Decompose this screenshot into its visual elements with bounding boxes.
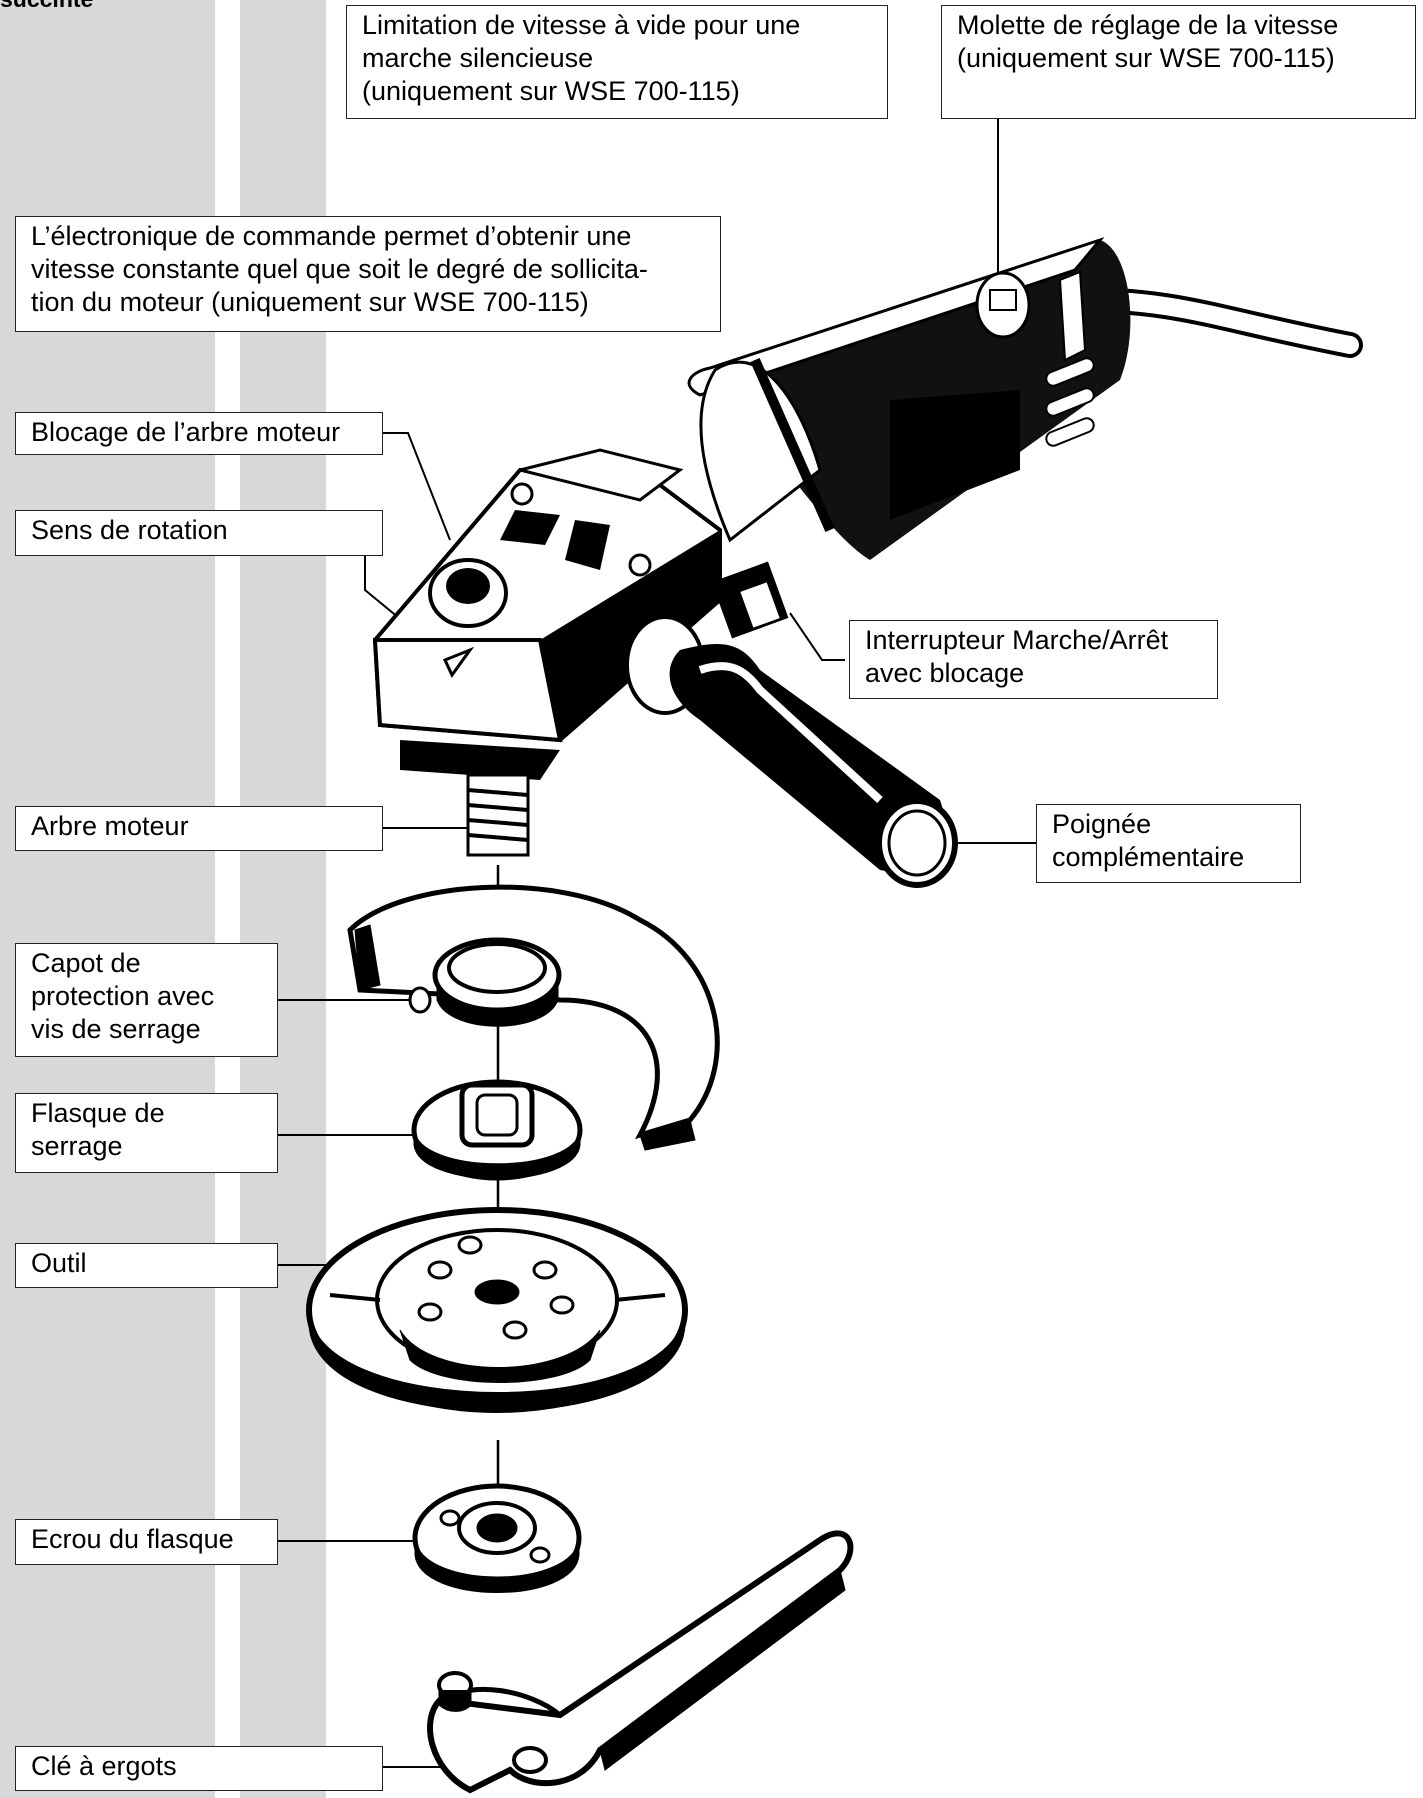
- leader-spindle-lock: [382, 432, 451, 541]
- flange-nut: [412, 1483, 582, 1593]
- label-tool: Outil: [15, 1243, 278, 1288]
- label-electronics: L’électronique de commande permet d’obte…: [15, 216, 721, 332]
- tool-disc: [306, 1207, 688, 1413]
- motor-housing: [687, 236, 1131, 560]
- on-off-switch-icon: [711, 561, 789, 639]
- clamping-flange: [411, 1079, 583, 1181]
- label-auxiliary-handle: Poignée complémentaire: [1036, 804, 1301, 883]
- pin-spanner: [427, 1530, 854, 1794]
- label-on-off-switch: Interrupteur Marche/Arrêt avec blocage: [849, 620, 1218, 699]
- clamp-screw-icon: [408, 986, 432, 1014]
- auxiliary-handle: [625, 615, 958, 888]
- protective-guard: [347, 884, 720, 1151]
- label-rotation-direction: Sens de rotation: [15, 510, 383, 556]
- label-speed-dial: Molette de réglage de la vitesse (unique…: [941, 5, 1416, 119]
- rotation-arrow-icon: [442, 646, 475, 678]
- leader-switch: [789, 612, 845, 661]
- label-clamping-flange: Flasque de serrage: [15, 1093, 278, 1173]
- label-flange-nut: Ecrou du flasque: [15, 1519, 278, 1565]
- label-spindle: Arbre moteur: [15, 806, 383, 851]
- section-heading: succinte: [0, 0, 93, 13]
- spindle-thread-icon: [466, 773, 530, 857]
- label-pin-spanner: Clé à ergots: [15, 1746, 383, 1791]
- label-speed-limit: Limitation de vitesse à vide pour une ma…: [346, 5, 888, 119]
- label-spindle-lock: Blocage de l’arbre moteur: [15, 412, 383, 455]
- label-protective-guard: Capot de protection avec vis de serrage: [15, 943, 278, 1057]
